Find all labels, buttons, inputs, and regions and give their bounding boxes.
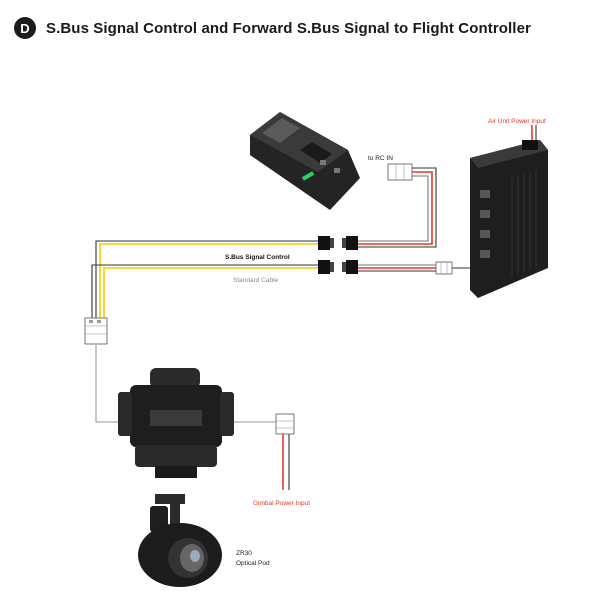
rc-in-label: to RC IN [368, 155, 393, 162]
optical-pod [138, 494, 222, 587]
red-power-wire-air-unit [531, 125, 537, 140]
red-wire-to-rc [358, 167, 437, 248]
gimbal-base [118, 368, 234, 478]
sbus-signal-control-label: S.Bus Signal Control [225, 254, 290, 261]
rc-in-connector [387, 163, 413, 181]
gimbal-power-wire [282, 432, 290, 490]
red-wire-to-air-unit [358, 264, 478, 272]
standard-cable-label: Standard Cable [233, 277, 279, 284]
page-title: S.Bus Signal Control and Forward S.Bus S… [46, 19, 531, 37]
pod-model-label: ZR30 [236, 550, 252, 557]
pod-name-label: Optical Pod [236, 560, 270, 567]
sbus-connector-top [318, 236, 358, 250]
yellow-sbus-wire [99, 243, 320, 320]
receiver-module [250, 112, 360, 210]
section-badge: D [14, 17, 36, 39]
sbus-connector-bottom [318, 260, 358, 274]
gimbal-connector-left [84, 317, 108, 345]
air-unit [470, 140, 548, 298]
black-wire [91, 240, 320, 320]
air-unit-power-label: Air Unit Power Input [488, 118, 546, 125]
gimbal-power-input-label: Gimbal Power Input [253, 500, 311, 507]
air-unit-side-connector [435, 261, 453, 275]
gimbal-power-connector [275, 413, 295, 435]
header: D S.Bus Signal Control and Forward S.Bus… [14, 15, 531, 41]
